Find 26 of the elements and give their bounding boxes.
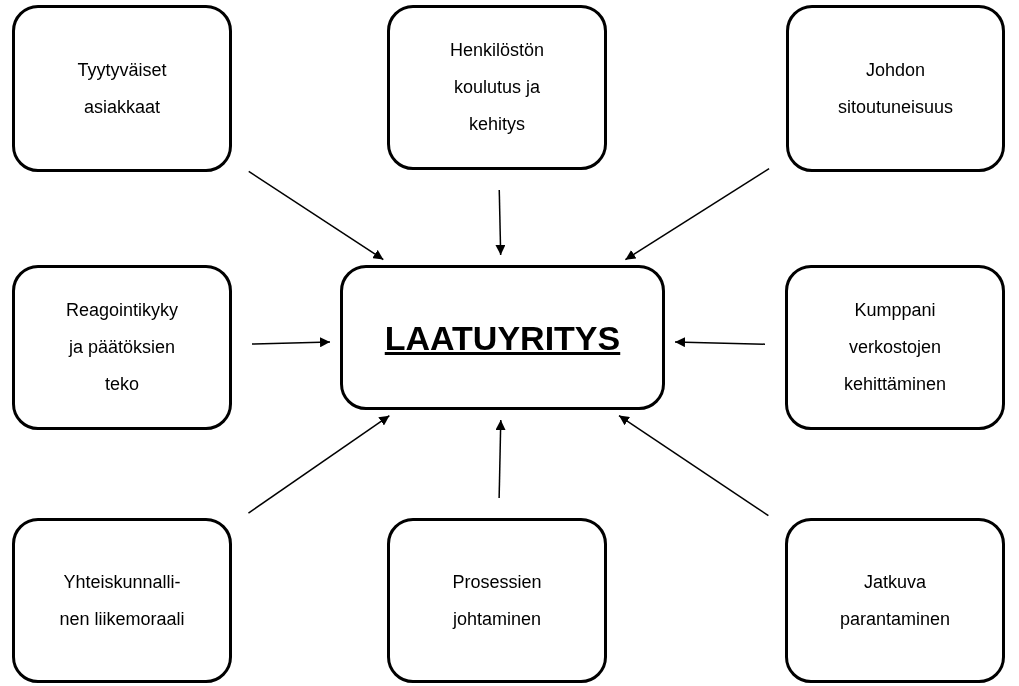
arrow (674, 337, 766, 348)
factor-box (785, 518, 1005, 683)
factor-box (12, 518, 232, 683)
factor-box (387, 518, 607, 683)
node-label: Yhteiskunnalli-nen liikemoraali (58, 570, 186, 631)
arrow (618, 414, 770, 517)
node-label: Tyytyväiset asiakkaat (76, 58, 168, 119)
node-label: Johdon sitoutuneisuus (836, 58, 955, 119)
factor-box (387, 5, 607, 170)
arrow (251, 337, 331, 348)
factor-box (12, 5, 232, 172)
title-text: LAATUYRITYS (383, 317, 622, 358)
node-label: Kumppani verkostojen kehittäminen (842, 299, 948, 396)
arrow (495, 189, 506, 256)
node-label: Henkilöstön koulutus ja kehitys (448, 39, 546, 136)
arrow (247, 414, 391, 514)
factor-box (12, 265, 232, 430)
arrow (495, 419, 506, 499)
node-label: Reagointikyky ja päätöksien teko (64, 299, 180, 396)
central-box (340, 265, 665, 410)
node-label: Prosessien johtaminen (451, 570, 543, 631)
factor-box (786, 5, 1005, 172)
factor-box (785, 265, 1005, 430)
arrow (624, 167, 770, 261)
node-label: Jatkuva parantaminen (838, 570, 952, 631)
arrow (248, 170, 385, 261)
